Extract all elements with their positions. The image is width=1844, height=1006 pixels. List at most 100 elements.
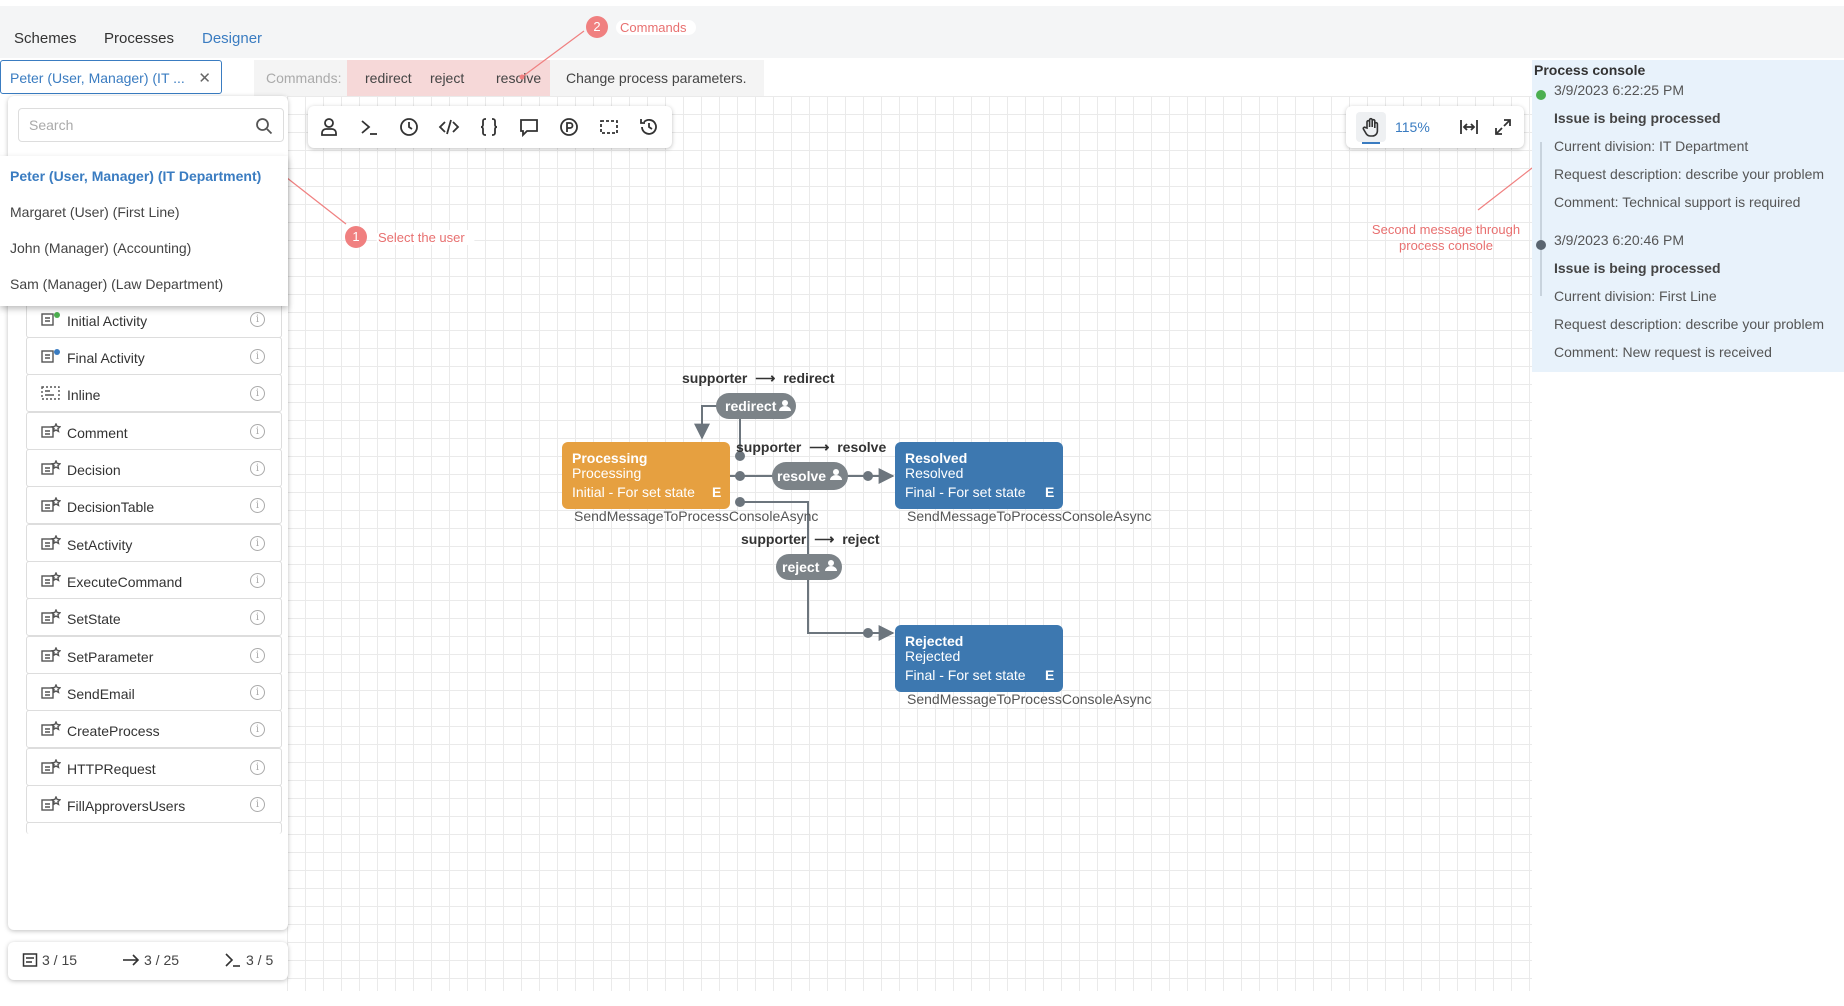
scheme-stats-bar: 3 / 15 3 / 25 3 / 5 bbox=[8, 942, 288, 980]
annotation-line: process console bbox=[1399, 238, 1493, 253]
zoom-level[interactable]: 115% bbox=[1395, 119, 1430, 135]
console-timeline bbox=[1540, 142, 1542, 296]
activity-setactivity[interactable]: SetActivity i bbox=[26, 524, 282, 562]
activity-label: Comment bbox=[67, 425, 128, 441]
activity-initial-activity[interactable]: Initial Activity i bbox=[26, 300, 282, 338]
activity-star-icon bbox=[41, 609, 61, 624]
info-icon[interactable]: i bbox=[250, 461, 265, 476]
console-entry-comment: Comment: New request is received bbox=[1554, 344, 1772, 360]
designer-canvas[interactable] bbox=[287, 96, 1532, 991]
process-parameter-icon[interactable] bbox=[558, 116, 580, 138]
activity-comment[interactable]: Comment i bbox=[26, 412, 282, 450]
hand-icon bbox=[1362, 117, 1379, 137]
activity-label: SetState bbox=[67, 611, 121, 627]
activity-decisiontable[interactable]: DecisionTable i bbox=[26, 486, 282, 524]
select-area-icon[interactable] bbox=[598, 116, 620, 138]
console-entry-time: 3/9/2023 6:22:25 PM bbox=[1554, 82, 1684, 98]
console-entry-request: Request description: describe your probl… bbox=[1554, 166, 1825, 182]
user-select[interactable]: Peter (User, Manager) (IT ... ✕ bbox=[0, 60, 222, 94]
activity-label: Final Activity bbox=[67, 350, 145, 366]
info-icon[interactable]: i bbox=[250, 722, 265, 737]
annotation-badge-select-user: 1 bbox=[345, 226, 367, 248]
initial-activity-icon bbox=[41, 312, 60, 326]
activity-label: Initial Activity bbox=[67, 313, 148, 329]
console-entry-request: Request description: describe your probl… bbox=[1554, 316, 1825, 332]
annotation-badge-commands: 2 bbox=[586, 16, 608, 38]
pan-hand-button[interactable] bbox=[1356, 112, 1386, 144]
info-icon[interactable]: i bbox=[250, 685, 265, 700]
command-terminal-icon[interactable] bbox=[358, 116, 380, 138]
code-actions-icon[interactable] bbox=[438, 116, 460, 138]
change-process-parameters-button[interactable]: Change process parameters. bbox=[566, 70, 747, 86]
activity-star-icon bbox=[41, 423, 61, 438]
user-option[interactable]: Margaret (User) (First Line) bbox=[10, 204, 180, 220]
actor-icon[interactable] bbox=[318, 116, 340, 138]
transitions-count-icon bbox=[123, 954, 140, 966]
activity-label: Decision bbox=[67, 462, 121, 478]
info-icon[interactable]: i bbox=[250, 610, 265, 625]
tab-processes[interactable]: Processes bbox=[104, 30, 175, 47]
designer-toolbar bbox=[308, 106, 672, 148]
info-icon[interactable]: i bbox=[250, 648, 265, 663]
fit-width-icon[interactable] bbox=[1458, 116, 1480, 138]
activity-label: HTTPRequest bbox=[67, 761, 156, 777]
tab-schemes[interactable]: Schemes bbox=[14, 30, 77, 47]
comment-icon[interactable] bbox=[518, 116, 540, 138]
info-icon[interactable]: i bbox=[250, 536, 265, 551]
commands-count: 3 / 5 bbox=[246, 952, 274, 968]
info-icon[interactable]: i bbox=[250, 760, 265, 775]
console-entry-division: Current division: First Line bbox=[1554, 288, 1717, 304]
activity-label: DecisionTable bbox=[67, 499, 155, 515]
info-icon[interactable]: i bbox=[250, 312, 265, 327]
search-input[interactable] bbox=[29, 117, 249, 133]
user-dropdown: Peter (User, Manager) (IT Department) Ma… bbox=[0, 156, 288, 306]
activity-sendemail[interactable]: SendEmail i bbox=[26, 673, 282, 711]
user-option[interactable]: Peter (User, Manager) (IT Department) bbox=[10, 168, 262, 184]
fullscreen-icon[interactable] bbox=[1492, 116, 1514, 138]
info-icon[interactable]: i bbox=[250, 498, 265, 513]
activity-final-activity[interactable]: Final Activity i bbox=[26, 337, 282, 375]
console-entry-status: Issue is being processed bbox=[1554, 110, 1721, 126]
activity-search[interactable] bbox=[18, 108, 284, 142]
activity-executecommand[interactable]: ExecuteCommand i bbox=[26, 561, 282, 599]
info-icon[interactable]: i bbox=[250, 386, 265, 401]
activity-star-icon bbox=[41, 721, 61, 736]
annotation-commands-text: Commands bbox=[616, 20, 697, 35]
activities-count: 3 / 15 bbox=[42, 952, 78, 968]
activity-star-icon bbox=[41, 684, 61, 699]
activity-label: Inline bbox=[67, 387, 101, 403]
activity-setparameter[interactable]: SetParameter i bbox=[26, 636, 282, 674]
activity-star-icon bbox=[41, 572, 61, 587]
history-icon[interactable] bbox=[638, 116, 660, 138]
commands-count-icon bbox=[225, 953, 240, 967]
clear-user-icon[interactable]: ✕ bbox=[198, 70, 211, 87]
search-icon[interactable] bbox=[255, 117, 273, 135]
active-indicator bbox=[1362, 142, 1380, 144]
top-tab-bar: Schemes Processes Designer bbox=[0, 6, 1844, 58]
parameters-braces-icon[interactable] bbox=[478, 116, 500, 138]
info-icon[interactable]: i bbox=[250, 424, 265, 439]
activity-fillapproversusers[interactable]: FillApproversUsers i bbox=[26, 785, 282, 823]
info-icon[interactable]: i bbox=[250, 573, 265, 588]
info-icon[interactable]: i bbox=[250, 349, 265, 364]
activity-createprocess[interactable]: CreateProcess i bbox=[26, 710, 282, 748]
commands-group: redirect reject resolve bbox=[347, 60, 550, 96]
stat-activities: 3 / 15 bbox=[22, 952, 77, 968]
process-console-title: Process console bbox=[1534, 62, 1646, 78]
command-redirect-button[interactable]: redirect bbox=[365, 70, 412, 86]
activity-label: SendEmail bbox=[67, 686, 135, 702]
command-reject-button[interactable]: reject bbox=[430, 70, 465, 86]
activity-decision[interactable]: Decision i bbox=[26, 449, 282, 487]
final-activity-icon bbox=[41, 349, 60, 363]
user-option[interactable]: Sam (Manager) (Law Department) bbox=[10, 276, 224, 292]
command-resolve-button[interactable]: resolve bbox=[496, 70, 542, 86]
tab-designer[interactable]: Designer bbox=[202, 30, 263, 47]
user-option[interactable]: John (Manager) (Accounting) bbox=[10, 240, 192, 256]
activity-httprequest[interactable]: HTTPRequest i bbox=[26, 748, 282, 786]
activity-star-icon bbox=[41, 647, 61, 662]
activity-setstate[interactable]: SetState i bbox=[26, 598, 282, 636]
timer-icon[interactable] bbox=[398, 116, 420, 138]
activity-inline[interactable]: Inline i bbox=[26, 374, 282, 412]
info-icon[interactable]: i bbox=[250, 797, 265, 812]
